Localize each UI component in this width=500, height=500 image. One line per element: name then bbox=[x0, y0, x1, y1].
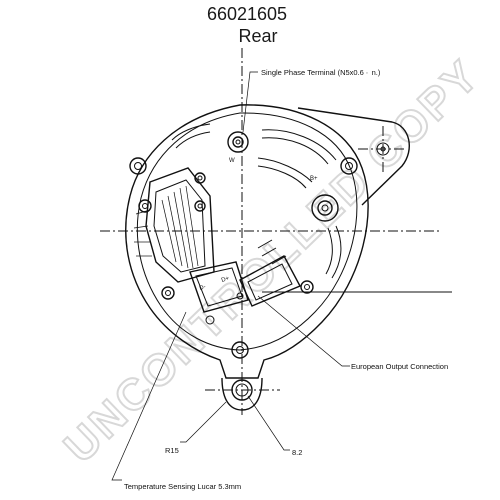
mount-hole-top-right bbox=[376, 142, 390, 156]
cooling-slots bbox=[171, 123, 342, 279]
leader-temperature-sensing bbox=[111, 311, 187, 481]
leader-radius bbox=[180, 401, 227, 443]
terminal-mark-d-plus: D+ bbox=[221, 276, 231, 284]
regulator-block bbox=[133, 167, 215, 283]
watermark: UNCONTROLLED COPY bbox=[54, 49, 491, 473]
label-diameter: 8.2 bbox=[292, 448, 302, 457]
label-european-output: European Output Connection bbox=[351, 362, 448, 371]
leader-european-output bbox=[257, 295, 350, 367]
part-number-title: 66021605 bbox=[207, 4, 287, 24]
label-single-phase-terminal: Single Phase Terminal (N5x0.6 ∙ n.) bbox=[261, 68, 381, 77]
view-title: Rear bbox=[238, 26, 277, 46]
label-temperature-sensing: Temperature Sensing Lucar 5.3mm bbox=[124, 482, 241, 491]
terminal-mark-b-plus: B+ bbox=[310, 176, 318, 182]
terminal-mark-w: W bbox=[229, 158, 235, 164]
connector-block bbox=[189, 239, 301, 325]
alternator-housing bbox=[125, 104, 410, 411]
single-phase-terminal bbox=[227, 131, 249, 153]
housing-bolts bbox=[129, 157, 358, 359]
terminal-mark-d-minus: D- bbox=[199, 284, 207, 292]
label-radius: R15 bbox=[165, 446, 179, 455]
output-stud bbox=[311, 194, 339, 222]
leader-diameter bbox=[247, 395, 290, 451]
watermark-text: UNCONTROLLED COPY bbox=[55, 50, 490, 472]
leader-single-phase bbox=[242, 71, 258, 133]
